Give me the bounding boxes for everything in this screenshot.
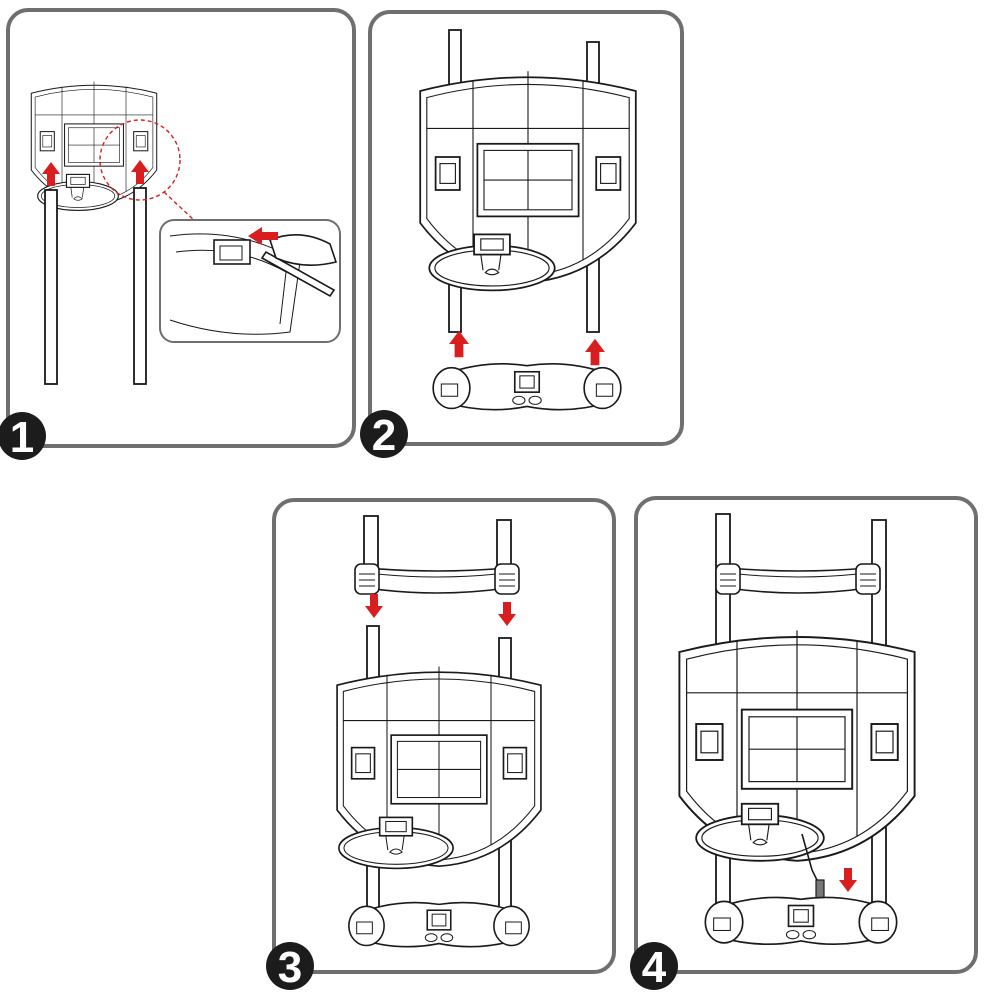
step-number: 1 bbox=[10, 413, 34, 462]
pole-right bbox=[133, 187, 147, 385]
step-2-panel: 2 bbox=[360, 10, 684, 460]
callout-leader bbox=[163, 191, 197, 223]
step-badge bbox=[266, 942, 314, 990]
step-number: 3 bbox=[278, 943, 302, 992]
base-console bbox=[704, 896, 898, 946]
step-3-panel: 3 bbox=[266, 498, 616, 992]
cable-plug bbox=[815, 879, 825, 899]
step-badge bbox=[360, 410, 408, 458]
base-console bbox=[432, 362, 622, 411]
step-number: 4 bbox=[642, 943, 667, 992]
step-badge bbox=[0, 412, 46, 460]
detail-inset-drawing bbox=[169, 227, 338, 335]
step-badge bbox=[630, 942, 678, 990]
step-number: 2 bbox=[372, 411, 396, 460]
pole-left bbox=[44, 189, 58, 385]
step-1-panel: 1 bbox=[0, 8, 356, 462]
detail-callout-ring bbox=[99, 119, 181, 201]
left-arrow-icon bbox=[248, 227, 278, 245]
step-4-panel: 4 bbox=[630, 496, 978, 992]
base-console bbox=[348, 901, 530, 948]
